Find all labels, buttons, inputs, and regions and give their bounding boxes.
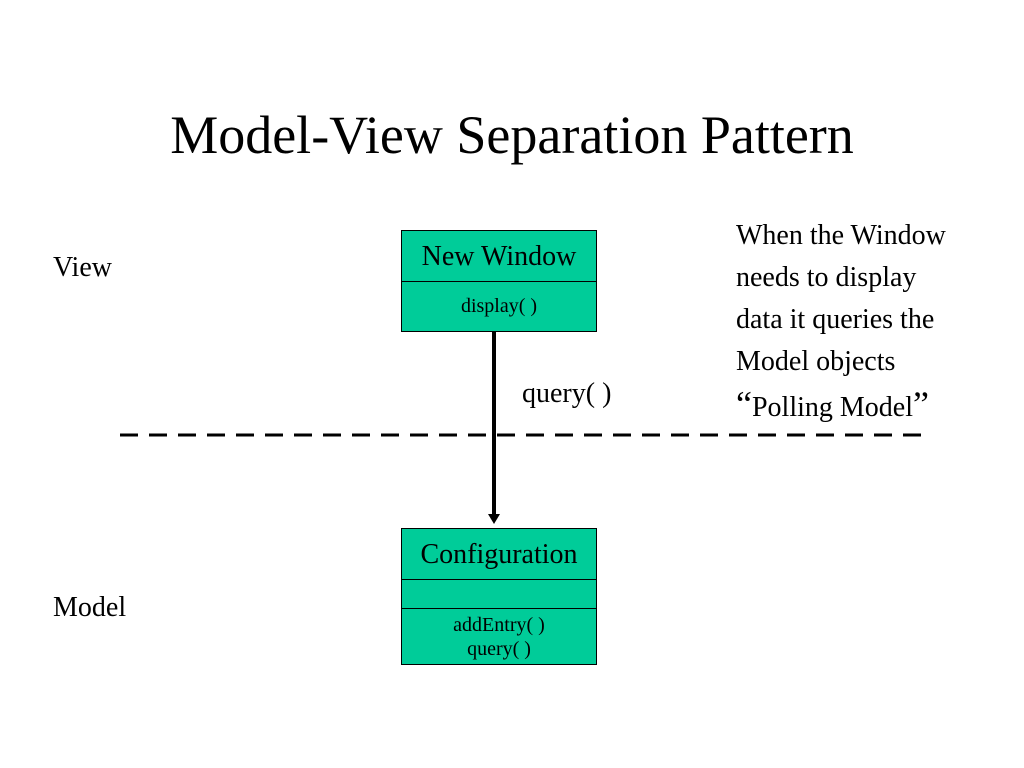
operation-query: query( ) [467, 638, 531, 660]
configuration-class-name: Configuration [420, 539, 578, 570]
configuration-operations: addEntry( ) query( ) [402, 608, 596, 665]
configuration-class-box: Configuration addEntry( ) query( ) [401, 528, 597, 665]
explanation-note: When the Window needs to display data it… [736, 215, 1016, 429]
polling-model-text: Polling Model [751, 392, 913, 423]
new-window-class-name: New Window [421, 241, 577, 272]
close-quote: ” [913, 384, 929, 424]
view-layer-label: View [53, 252, 112, 283]
query-message-label: query( ) [522, 378, 612, 409]
note-line: needs to display [736, 262, 917, 293]
note-line: When the Window [736, 220, 946, 251]
operation-add-entry: addEntry( ) [453, 614, 545, 636]
note-line: Model objects [736, 346, 896, 377]
new-window-operations: display( ) [402, 281, 596, 331]
open-quote: “ [736, 384, 752, 424]
model-layer-label: Model [53, 592, 127, 623]
note-line: data it queries the [736, 304, 935, 335]
new-window-class-box: New Window display( ) [401, 230, 597, 332]
slide-title: Model-View Separation Pattern [170, 105, 854, 165]
configuration-attributes [402, 579, 596, 608]
operation-display: display( ) [460, 295, 538, 317]
note-quote-line: “Polling Model” [736, 383, 1016, 429]
